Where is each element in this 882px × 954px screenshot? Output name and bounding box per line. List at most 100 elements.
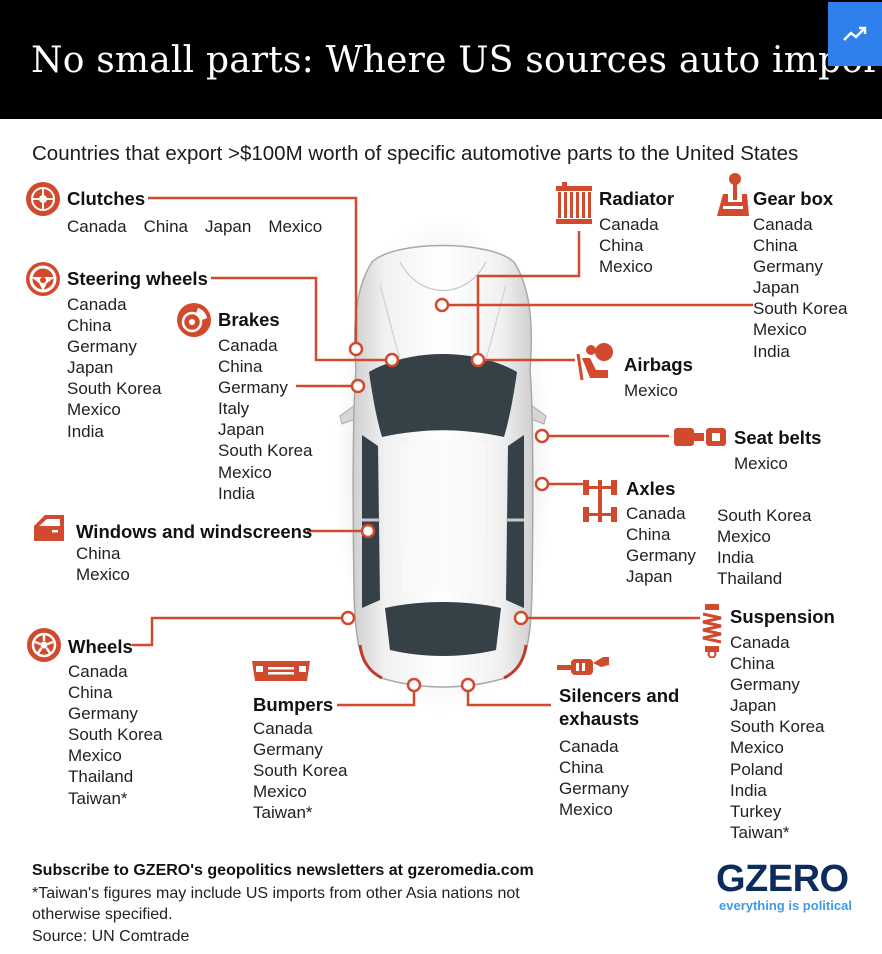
country: Mexico xyxy=(68,746,122,766)
country: Mexico xyxy=(599,257,653,277)
country: China xyxy=(753,236,798,256)
country: Mexico xyxy=(76,565,130,585)
suspension-icon xyxy=(702,604,722,658)
country: Japan xyxy=(753,278,800,298)
country: Canada xyxy=(218,336,278,355)
country: India xyxy=(67,421,104,441)
country: Taiwan* xyxy=(730,822,790,842)
country: China xyxy=(599,236,644,256)
connector-dots xyxy=(340,297,550,693)
wheels-country-list: Canada China Germany South Korea Mexico … xyxy=(68,661,163,809)
country: South Korea xyxy=(67,379,162,399)
country: Canada xyxy=(730,633,790,652)
airbags-country-list: Mexico xyxy=(624,380,678,401)
country: China xyxy=(143,217,188,236)
country: Germany xyxy=(753,257,823,277)
seat-belts-label: Seat belts xyxy=(734,427,822,448)
wheel-icon xyxy=(27,628,61,662)
country: South Korea xyxy=(717,506,812,525)
country: Mexico xyxy=(559,800,613,820)
country: China xyxy=(67,316,112,336)
suspension-country-list: Canada China Germany Japan South Korea M… xyxy=(730,632,825,843)
country: Japan xyxy=(218,420,265,440)
windows-label: Windows and windscreens xyxy=(76,521,313,542)
subscribe-link[interactable]: Subscribe to GZERO's geopolitics newslet… xyxy=(32,862,534,879)
gear-box-country-list: Canada China Germany Japan South Korea M… xyxy=(753,214,848,362)
country: Poland xyxy=(730,759,783,779)
airbag-icon xyxy=(576,343,613,381)
country: Canada xyxy=(67,217,127,236)
exhaust-icon xyxy=(557,657,609,675)
country: India xyxy=(717,548,754,568)
country: Mexico xyxy=(218,462,272,482)
radiator-line xyxy=(476,231,581,360)
country: Thailand xyxy=(68,767,134,787)
silencers-country-list: Canada China Germany Mexico xyxy=(559,736,629,820)
car-door-icon xyxy=(34,515,64,541)
country: South Korea xyxy=(753,299,848,319)
radiator-icon xyxy=(556,182,592,224)
trending-up-icon xyxy=(843,26,867,41)
bumper-icon xyxy=(252,661,310,681)
steering-wheel-icon xyxy=(26,262,60,296)
airbags-label: Airbags xyxy=(624,354,693,375)
axle-icon xyxy=(583,480,617,522)
country: India xyxy=(753,341,790,361)
country: Mexico xyxy=(734,454,788,473)
bumpers-country-list: Canada Germany South Korea Mexico Taiwan… xyxy=(253,718,348,823)
trend-button[interactable] xyxy=(828,2,882,66)
seat-belt-icon xyxy=(674,428,726,446)
country: Germany xyxy=(626,546,696,566)
suspension-label: Suspension xyxy=(730,606,835,627)
country: China xyxy=(730,654,775,674)
country: Germany xyxy=(730,675,800,695)
country: Germany xyxy=(67,337,137,357)
footnote-line-2: otherwise specified. xyxy=(32,906,173,923)
country: China xyxy=(626,525,671,545)
country: China xyxy=(76,544,121,563)
country: China xyxy=(68,683,113,703)
country: Canada xyxy=(626,504,686,523)
radiator-label: Radiator xyxy=(599,188,675,209)
country: Japan xyxy=(67,358,114,378)
country: South Korea xyxy=(253,761,348,781)
country: South Korea xyxy=(218,441,313,461)
country: Mexico xyxy=(268,217,323,236)
silencers-label: Silencers and exhausts xyxy=(559,685,680,729)
country: Canada xyxy=(68,662,128,681)
country: Mexico xyxy=(67,400,121,420)
leader-lines xyxy=(132,196,753,707)
country: Germany xyxy=(559,779,629,799)
country: Canada xyxy=(753,215,813,234)
gzero-logo: GZERO xyxy=(716,858,849,900)
country: Taiwan* xyxy=(253,803,313,823)
clutches-label: Clutches xyxy=(67,188,146,209)
radiator-country-list: Canada China Mexico xyxy=(599,214,659,277)
country: India xyxy=(218,483,255,503)
country: Mexico xyxy=(753,320,807,340)
windows-country-list: China Mexico xyxy=(76,543,130,585)
country: Germany xyxy=(253,740,323,760)
seat-belts-country-list: Mexico xyxy=(734,453,788,474)
country: South Korea xyxy=(68,725,163,745)
country: Japan xyxy=(626,567,673,587)
axles-label: Axles xyxy=(626,478,676,499)
country: Mexico xyxy=(717,527,771,547)
country: Canada xyxy=(599,215,659,234)
wheels-line xyxy=(132,616,348,647)
subtitle: Countries that export >$100M worth of sp… xyxy=(32,142,799,165)
brake-icon xyxy=(177,303,211,337)
country: Mexico xyxy=(253,782,307,802)
brakes-label: Brakes xyxy=(218,309,280,330)
country: South Korea xyxy=(730,717,825,737)
source-note: Source: UN Comtrade xyxy=(32,928,190,945)
brakes-country-list: Canada China Germany Italy Japan South K… xyxy=(218,335,313,504)
footnote-line-1: *Taiwan's figures may include US imports… xyxy=(32,885,520,902)
country: Canada xyxy=(253,719,313,738)
country: India xyxy=(730,780,767,800)
country: Mexico xyxy=(624,381,678,400)
country: Canada xyxy=(559,737,619,756)
country: Japan xyxy=(730,696,777,716)
steering-wheels-label: Steering wheels xyxy=(67,268,208,289)
